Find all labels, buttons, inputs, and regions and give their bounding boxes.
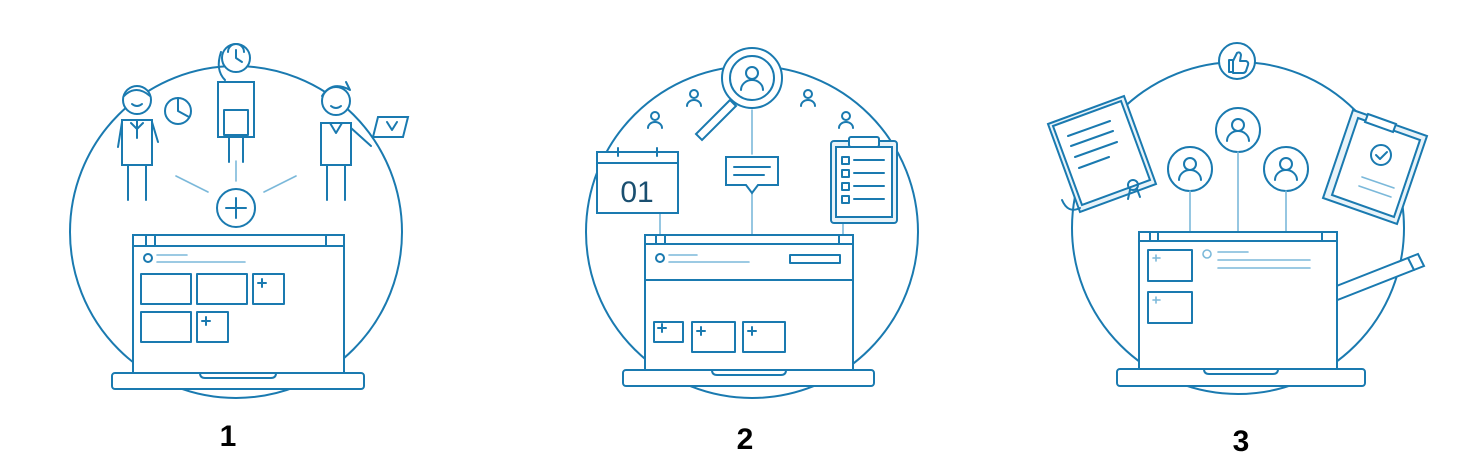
step-1-illustration <box>69 43 410 399</box>
certificate-document-icon <box>1046 94 1158 214</box>
user-icon <box>1263 146 1309 192</box>
user-icon <box>838 111 854 129</box>
user-icon <box>686 89 702 107</box>
person-icon <box>217 43 255 163</box>
user-icon <box>1215 107 1261 153</box>
user-icon <box>1167 146 1213 192</box>
person-icon <box>320 81 372 201</box>
clipboard-checklist-icon <box>830 136 898 224</box>
user-icon <box>800 89 816 107</box>
calendar-icon: 01 <box>596 147 679 214</box>
calendar-date: 01 <box>620 176 653 209</box>
connector-lines <box>1189 151 1287 232</box>
connector-lines <box>659 109 844 236</box>
chat-bubble-icon <box>725 156 779 195</box>
connector-lines <box>175 160 297 193</box>
thumbs-up-icon <box>1218 42 1256 80</box>
laptop-icon <box>371 116 410 138</box>
pie-chart-icon <box>164 97 192 125</box>
laptop-screen <box>622 234 875 387</box>
step-number-2: 2 <box>737 423 754 456</box>
add-icon <box>216 188 256 228</box>
search-icon <box>694 47 783 142</box>
user-icon <box>647 111 663 129</box>
step-number-1: 1 <box>220 420 237 453</box>
step-number-3: 3 <box>1233 425 1250 458</box>
laptop-screen <box>1116 231 1366 387</box>
laptop-screen <box>111 234 365 390</box>
step-2-illustration: 01 <box>585 47 919 399</box>
person-icon <box>117 85 159 201</box>
clipboard-approved-icon <box>1321 108 1429 226</box>
step-3-illustration <box>1046 42 1429 395</box>
